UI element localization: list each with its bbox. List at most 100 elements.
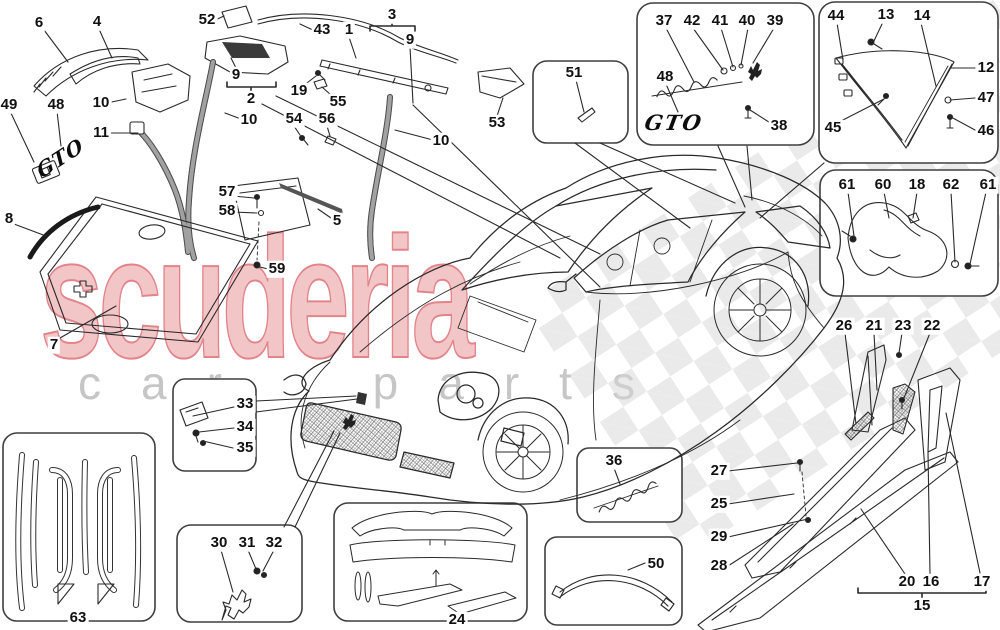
callout-3[interactable]: 3 (385, 5, 399, 24)
car-illustration (283, 154, 845, 505)
headlight (437, 371, 500, 421)
door-cut (593, 299, 601, 441)
callout-18[interactable]: 18 (906, 175, 928, 194)
hood-hole (138, 224, 166, 240)
callout-7[interactable]: 7 (47, 335, 61, 354)
callout-50[interactable]: 50 (645, 554, 667, 573)
callout-22[interactable]: 22 (921, 316, 943, 335)
callout-40[interactable]: 40 (736, 11, 758, 30)
bumper-kit-parts (349, 510, 517, 615)
a-pillar-trim-6 (33, 47, 149, 97)
callout-31[interactable]: 31 (236, 533, 258, 552)
callout-60[interactable]: 60 (872, 175, 894, 194)
plate-parts (179, 401, 209, 447)
ferrari-script-36 (598, 481, 657, 513)
fender-parts (834, 38, 955, 149)
callout-48[interactable]: 48 (45, 95, 67, 114)
callout-44[interactable]: 44 (825, 6, 847, 25)
b-pillar (629, 219, 713, 287)
callout-35[interactable]: 35 (234, 438, 256, 457)
callout-54[interactable]: 54 (283, 109, 305, 128)
callout-16[interactable]: 16 (920, 572, 942, 591)
callout-11[interactable]: 11 (91, 123, 111, 142)
callout-51[interactable]: 51 (563, 63, 585, 82)
callout-10[interactable]: 10 (90, 93, 112, 112)
callout-53[interactable]: 53 (486, 113, 508, 132)
gto-inset-badge: GTO (642, 110, 706, 135)
ferrari-script-37 (656, 77, 718, 98)
callout-52[interactable]: 52 (196, 10, 218, 29)
callout-45[interactable]: 45 (822, 118, 844, 137)
callout-10[interactable]: 10 (238, 110, 260, 129)
inset-box-51 (532, 60, 629, 144)
callout-1[interactable]: 1 (342, 20, 356, 39)
callout-14[interactable]: 14 (911, 6, 933, 25)
callout-61[interactable]: 61 (836, 175, 858, 194)
callout-25[interactable]: 25 (708, 494, 730, 513)
hood-group (27, 177, 343, 343)
callout-13[interactable]: 13 (875, 5, 897, 24)
side-badge-clip-49 (31, 160, 61, 184)
callout-19[interactable]: 19 (288, 81, 310, 100)
callout-21[interactable]: 21 (863, 316, 885, 335)
callout-38[interactable]: 38 (768, 116, 790, 135)
callout-5[interactable]: 5 (330, 211, 344, 230)
rear-wheel-arch (705, 246, 810, 307)
rear-wheel (713, 263, 807, 357)
callout-6[interactable]: 6 (32, 13, 46, 32)
callout-41[interactable]: 41 (709, 11, 731, 30)
callout-30[interactable]: 30 (208, 533, 230, 552)
callout-55[interactable]: 55 (327, 92, 349, 111)
callout-62[interactable]: 62 (940, 175, 962, 194)
headlight-left (283, 374, 307, 396)
callout-29[interactable]: 29 (708, 527, 730, 546)
callout-46[interactable]: 46 (975, 121, 997, 140)
callout-24[interactable]: 24 (446, 610, 468, 629)
horse-39 (748, 62, 762, 81)
callout-9[interactable]: 9 (229, 65, 243, 84)
headrest-left (606, 253, 624, 271)
callout-33[interactable]: 33 (234, 394, 256, 413)
callout-28[interactable]: 28 (708, 556, 730, 575)
rod-43 (257, 13, 459, 64)
trim-21 (851, 344, 887, 433)
callout-61[interactable]: 61 (977, 175, 999, 194)
outer-sill-15 (697, 451, 959, 630)
callout-17[interactable]: 17 (971, 572, 993, 591)
callout-26[interactable]: 26 (833, 316, 855, 335)
callout-63[interactable]: 63 (67, 608, 89, 627)
callout-34[interactable]: 34 (234, 417, 256, 436)
headrest-right (653, 237, 671, 255)
headlight-lens (456, 384, 476, 404)
callout-32[interactable]: 32 (263, 533, 285, 552)
drain-hoses (129, 59, 393, 261)
callout-23[interactable]: 23 (892, 316, 914, 335)
callout-59[interactable]: 59 (266, 259, 288, 278)
callout-57[interactable]: 57 (216, 182, 238, 201)
callout-49[interactable]: 49 (0, 95, 20, 114)
callout-47[interactable]: 47 (975, 88, 997, 107)
callout-8[interactable]: 8 (2, 209, 16, 228)
callout-4[interactable]: 4 (90, 12, 104, 31)
callout-2[interactable]: 2 (244, 89, 258, 108)
wedge-52 (221, 5, 253, 29)
callout-42[interactable]: 42 (681, 11, 703, 30)
callout-58[interactable]: 58 (216, 201, 238, 220)
lower-intake (399, 451, 455, 479)
inset-box-duct (819, 169, 999, 297)
callout-43[interactable]: 43 (311, 20, 333, 39)
callout-15[interactable]: 15 (911, 596, 933, 615)
callout-9[interactable]: 9 (403, 30, 417, 49)
callout-10[interactable]: 10 (430, 131, 452, 150)
callout-12[interactable]: 12 (975, 58, 997, 77)
callout-37[interactable]: 37 (653, 11, 675, 30)
callout-39[interactable]: 39 (764, 11, 786, 30)
callout-56[interactable]: 56 (316, 109, 338, 128)
callout-27[interactable]: 27 (708, 461, 730, 480)
gto-badge-parts (651, 62, 762, 119)
callout-48[interactable]: 48 (654, 67, 676, 86)
callout-36[interactable]: 36 (603, 451, 625, 470)
callout-20[interactable]: 20 (896, 572, 918, 591)
clip-55 (313, 78, 328, 90)
